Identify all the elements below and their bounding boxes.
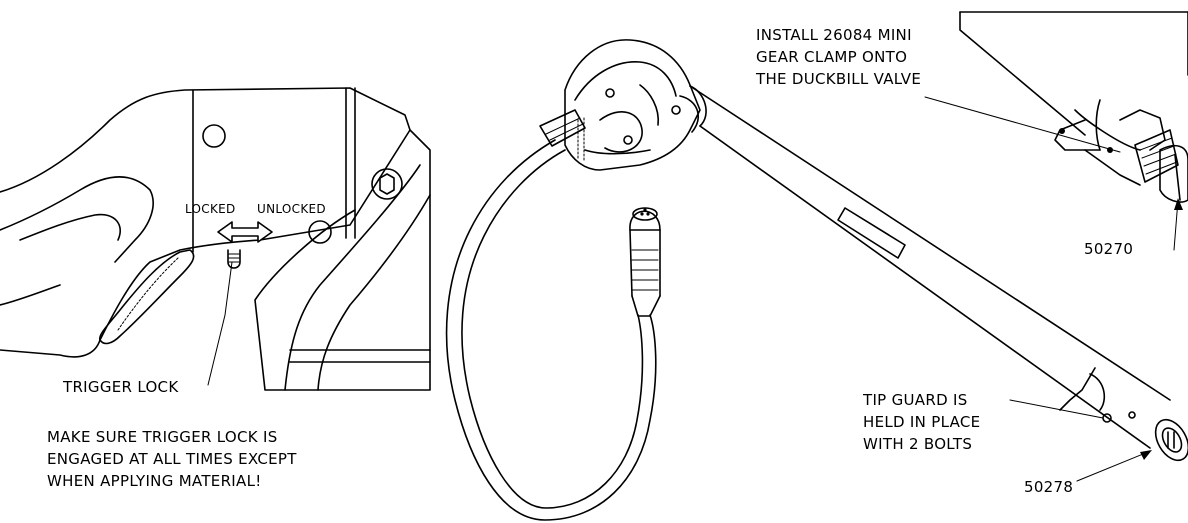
unlocked-label: UNLOCKED <box>257 202 326 216</box>
part-50278-arrow <box>1140 450 1152 460</box>
warning-line-3: WHEN APPLYING MATERIAL! <box>47 472 262 490</box>
tip-guard-line-3: WITH 2 BOLTS <box>863 435 972 453</box>
locked-label: LOCKED <box>185 202 236 216</box>
install-line-2: GEAR CLAMP ONTO <box>756 48 907 66</box>
tip-guard-leader <box>1009 399 1104 419</box>
warning-line-2: ENGAGED AT ALL TIMES EXCEPT <box>47 450 297 468</box>
install-line-3: THE DUCKBILL VALVE <box>755 70 921 88</box>
tip-guard-line-1: TIP GUARD IS <box>862 391 968 409</box>
part-50270-label: 50270 <box>1084 240 1133 258</box>
part-50278-leader <box>1076 451 1149 482</box>
applicator-gun <box>445 39 1188 521</box>
warning-line-1: MAKE SURE TRIGGER LOCK IS <box>47 428 278 446</box>
trigger-lock-label: TRIGGER LOCK <box>62 378 179 396</box>
install-line-1: INSTALL 26084 MINI <box>756 26 912 44</box>
part-50278-label: 50278 <box>1024 478 1073 496</box>
trigger-lock-detail <box>0 87 431 391</box>
duckbill-valve-detail <box>924 11 1188 251</box>
tip-guard-line-2: HELD IN PLACE <box>863 413 980 431</box>
